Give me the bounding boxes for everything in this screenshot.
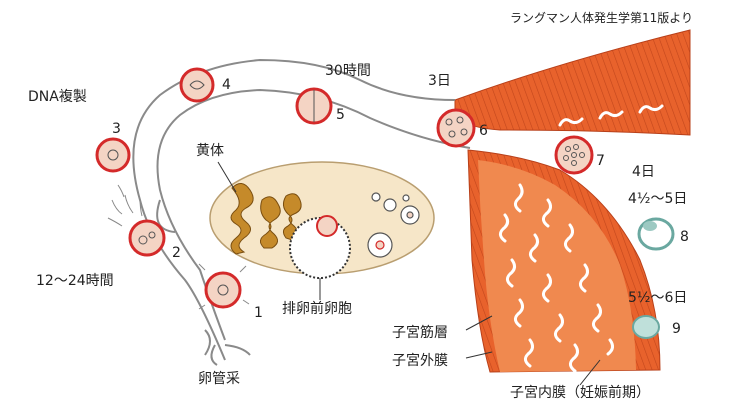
blastocyst-9 <box>632 315 660 339</box>
credit-text: ラングマン人体発生学第11版より <box>510 11 694 25</box>
stage-number-2: 2 <box>172 245 181 261</box>
label-30-hours: 30時間 <box>325 63 371 79</box>
uterine-tube <box>132 58 471 361</box>
stage-number-4: 4 <box>222 77 231 93</box>
fimbriae <box>204 329 251 366</box>
label-myometrium: 子宮筋層 <box>392 325 448 341</box>
stage-number-8: 8 <box>680 229 689 245</box>
label-day-45: 4½～5日 <box>628 191 688 207</box>
stage-number-3: 3 <box>112 121 121 137</box>
small-follicles <box>367 192 420 258</box>
label-perimetrium: 子宮外膜 <box>392 353 448 369</box>
cell-details <box>107 80 585 296</box>
label-dna-replication: DNA複製 <box>28 89 87 105</box>
label-day-4: 4日 <box>632 164 655 180</box>
stage-number-9: 9 <box>672 321 681 337</box>
label-12-24-hours: 12～24時間 <box>36 273 114 289</box>
stage-number-6: 6 <box>479 123 488 139</box>
label-preovulatory-follicle: 排卵前卵胞 <box>282 301 352 317</box>
sperm <box>107 184 250 310</box>
label-endometrium: 子宮内膜（妊娠前期） <box>510 385 650 401</box>
stage-number-7: 7 <box>596 153 605 169</box>
uterine-glands <box>498 104 664 373</box>
uterine-horn <box>454 29 691 136</box>
stage-number-1: 1 <box>254 305 263 321</box>
label-corpus-luteum: 黄体 <box>196 143 224 159</box>
leader-lines <box>217 161 601 386</box>
label-fimbriae: 卵管采 <box>198 371 240 387</box>
corpus-luteum <box>230 183 302 255</box>
label-day-56: 5½～6日 <box>628 290 688 306</box>
stage-number-5: 5 <box>336 107 345 123</box>
label-day-3: 3日 <box>428 73 451 89</box>
